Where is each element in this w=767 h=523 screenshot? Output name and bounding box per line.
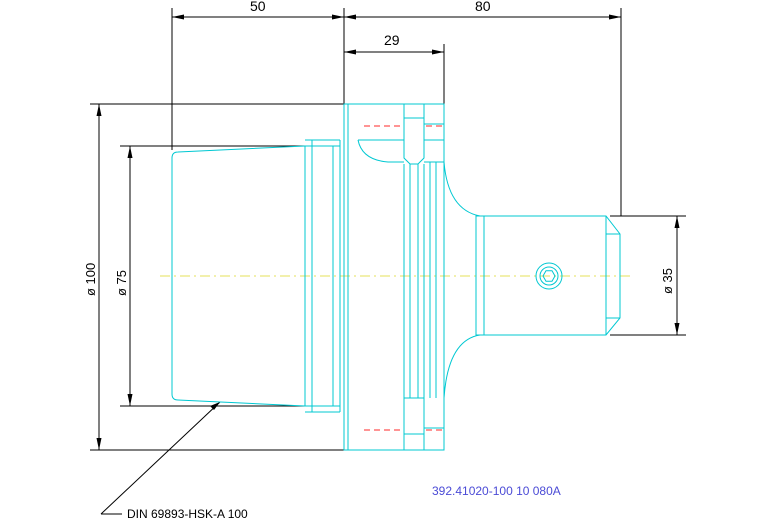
part-number: 392.41020-100 10 080A <box>432 484 561 498</box>
part-outline <box>171 103 621 451</box>
dia-100-label: ø 100 <box>83 263 98 296</box>
dimension-lines <box>90 8 686 515</box>
dim-50-label: 50 <box>250 0 266 14</box>
interface-standard-note: DIN 69893-HSK-A 100 <box>127 507 248 521</box>
dia-75-label: ø 75 <box>114 270 129 296</box>
hidden-lines <box>364 125 442 431</box>
dia-35-label: ø 35 <box>660 268 675 294</box>
dim-80-label: 80 <box>475 0 491 14</box>
dim-29-label: 29 <box>384 32 400 48</box>
